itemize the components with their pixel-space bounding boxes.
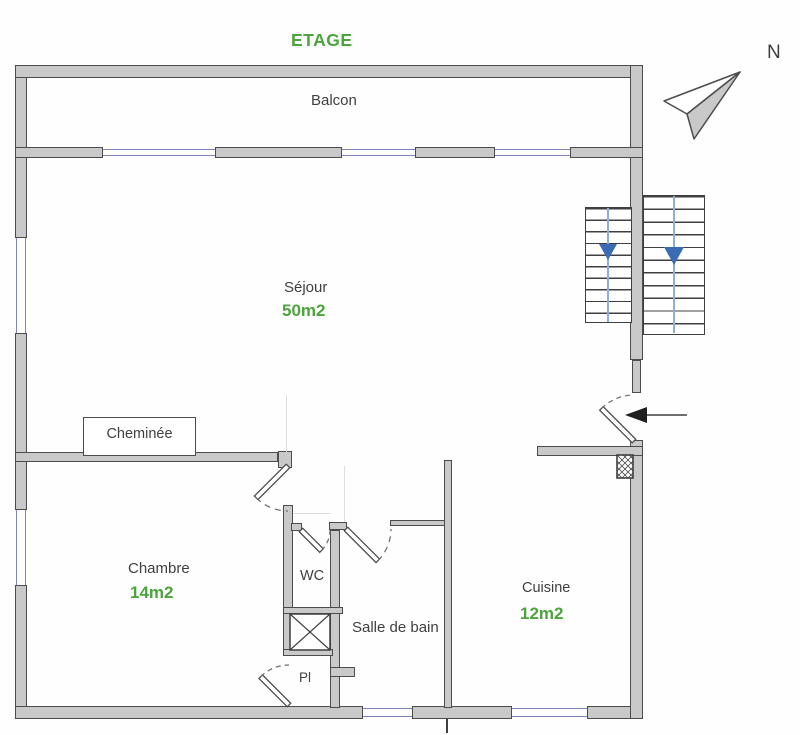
wall-wc-south: [283, 607, 343, 614]
window-sejour-west: [16, 238, 26, 333]
wall-exterior-south-middle: [412, 706, 512, 719]
door-chambre-leaf: [253, 463, 291, 501]
wall-exterior-south-left: [15, 706, 363, 719]
area-label-cuisine: 12m2: [520, 604, 564, 623]
wall-exterior-east-lower: [630, 440, 643, 719]
door-salle-de-bain-leaf: [343, 526, 381, 564]
wall-placard-north: [283, 649, 333, 656]
wall-balcony-pier-1: [15, 147, 103, 158]
pier-wc-door: [291, 523, 302, 531]
room-label-wc: WC: [300, 568, 325, 584]
wall-exterior-west-lower: [15, 585, 27, 718]
wall-entrance-stub: [632, 360, 641, 393]
window-balcony-1: [103, 149, 215, 156]
room-label-sejour: Séjour: [284, 279, 328, 296]
room-label-placard: Pl: [299, 670, 312, 685]
door-entrance-leaf: [598, 405, 637, 444]
wall-balcony-pier-4: [570, 147, 643, 158]
room-label-cuisine: Cuisine: [522, 580, 571, 596]
wall-salle-de-bain-north: [390, 520, 447, 526]
wall-cuisine-west: [444, 460, 452, 708]
area-label-chambre: 14m2: [130, 583, 174, 602]
plan-title: ETAGE: [291, 30, 353, 50]
stair-down-arrow-exterior: [664, 247, 684, 265]
wall-wc-east: [330, 530, 340, 708]
window-chambre-west: [16, 510, 26, 585]
door-wc-arc: [321, 529, 331, 551]
room-label-balcon: Balcon: [311, 92, 357, 109]
pier-chambre-door: [278, 451, 292, 468]
duct-x-diag-2: [289, 613, 331, 651]
window-balcony-3: [495, 149, 570, 156]
room-label-chambre: Chambre: [128, 560, 190, 577]
guide-line-vestibule: [344, 466, 345, 522]
wall-entry-cuisine-north: [537, 446, 643, 456]
door-wc-leaf: [298, 527, 325, 554]
cheminee-box: [83, 417, 196, 456]
window-cuisine-south: [512, 708, 587, 717]
wall-exterior-west-middle: [15, 333, 27, 510]
door-placard-arc: [260, 664, 290, 678]
window-salle-de-bain-south: [363, 708, 412, 717]
wall-balcony-pier-2: [215, 147, 342, 158]
room-label-salle-de-bain: Salle de bain: [352, 619, 439, 636]
north-arrow-icon: [663, 71, 741, 140]
duct-x-diag-1: [289, 613, 331, 651]
door-salle-de-bain-arc: [377, 528, 392, 562]
pier-salle-de-bain-door: [329, 522, 347, 530]
area-label-sejour: 50m2: [282, 301, 326, 320]
wall-salle-de-bain-stub: [330, 667, 355, 677]
wall-cuisine-west-extension-line: [446, 719, 448, 733]
wall-balcony-pier-3: [415, 147, 495, 158]
wall-exterior-north: [15, 65, 643, 78]
window-balcony-2: [342, 149, 415, 156]
duct-x-box: [289, 613, 331, 651]
stair-down-arrow-interior: [599, 244, 617, 260]
room-label-cheminee: Cheminée: [106, 426, 173, 442]
guide-line-horizontal: [293, 513, 331, 514]
entry-arrow-icon: [625, 407, 647, 423]
stair-guide-line-interior: [607, 208, 609, 322]
door-placard-leaf: [258, 674, 292, 708]
guide-line-vertical: [286, 395, 287, 452]
north-label: N: [767, 42, 781, 63]
door-entrance-arc: [601, 394, 635, 409]
